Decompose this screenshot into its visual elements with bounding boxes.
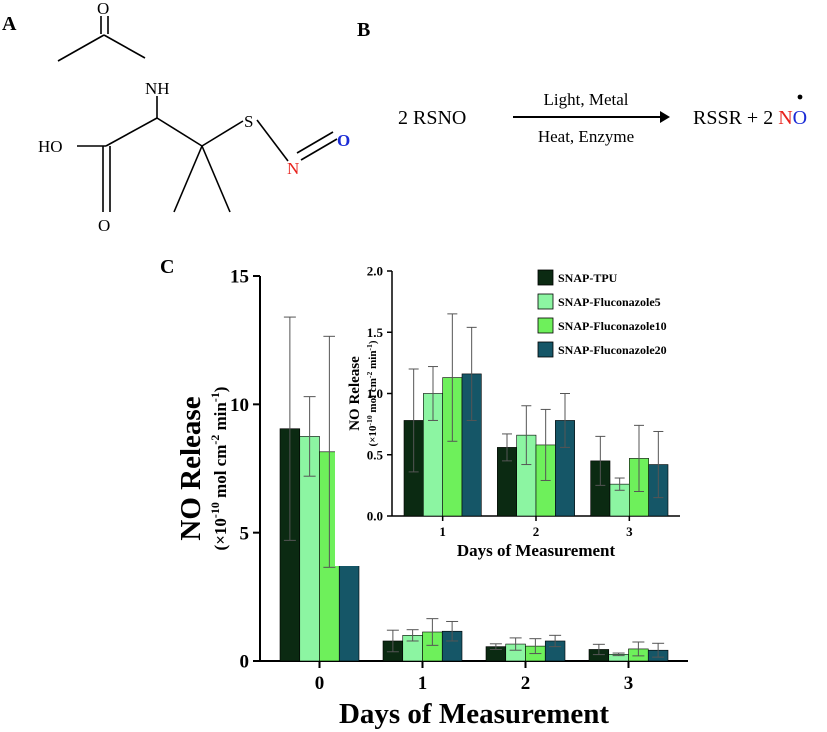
x-axis-label: Days of Measurement — [339, 698, 609, 730]
x-tick-label: 3 — [626, 524, 633, 539]
x-tick-label: 2 — [521, 673, 531, 694]
legend-label: SNAP-Fluconazole20 — [558, 343, 667, 357]
atom-ho: HO — [38, 137, 63, 156]
y-tick-label: 1.5 — [367, 325, 384, 340]
legend: SNAP-TPU SNAP-Fluconazole5SNAP-Fluconazol… — [537, 269, 667, 358]
legend-label: SNAP-Fluconazole10 — [558, 319, 667, 333]
atom-nh: NH — [145, 79, 170, 98]
panel-a-label: A — [2, 13, 17, 35]
panel-b: B 2 RSNO Light, Metal Heat, Enzyme RSSR … — [357, 19, 807, 146]
x-tick-label: 1 — [439, 524, 446, 539]
y-axis-units-part: -1 — [365, 344, 374, 351]
scheme-product-prefix: RSSR + 2 — [693, 107, 778, 129]
legend-swatch — [537, 341, 554, 358]
y-axis-units-part: -10 — [208, 502, 222, 518]
atom-n: N — [287, 159, 299, 178]
y-tick-label: 1.0 — [367, 386, 383, 401]
legend-swatch — [537, 317, 554, 334]
x-axis-label: Days of Measurement — [457, 541, 616, 560]
legend-label: SNAP-TPU — [558, 271, 618, 285]
y-axis-units-part: min — [367, 351, 379, 372]
atom-o-carbonyl: O — [97, 0, 109, 18]
y-tick-label: 2.0 — [367, 264, 383, 279]
y-axis-units-part: min — [211, 402, 230, 435]
scheme-product: RSSR + 2 NO — [693, 107, 807, 129]
y-axis-units: (×10-10 mol cm-2 min-1) — [208, 387, 230, 551]
y-axis-units-part: -2 — [365, 372, 374, 379]
x-tick-label: 2 — [533, 524, 540, 539]
y-axis-units-part: (×10 — [211, 518, 230, 550]
y-axis-units-part: (×10 — [367, 425, 379, 446]
radical-dot — [797, 94, 803, 100]
y-tick-label: 0.5 — [367, 447, 384, 462]
y-axis-units: (×10-10 mol cm-2 min-1) — [365, 340, 380, 446]
atom-o-nitroso: O — [337, 131, 350, 150]
y-tick-label: 10 — [230, 395, 249, 416]
atom-o-carboxyl: O — [98, 216, 110, 235]
y-axis-units-part: -1 — [208, 392, 222, 402]
scheme-reactant: 2 RSNO — [398, 107, 466, 129]
y-tick-label: 5 — [240, 523, 250, 544]
x-tick-label: 3 — [624, 673, 634, 694]
y-tick-label: 0 — [240, 652, 250, 673]
y-axis-units-part: -2 — [208, 435, 222, 445]
y-axis-units-part: mol cm — [367, 378, 379, 415]
scheme-product-o: O — [793, 107, 807, 129]
atom-s: S — [244, 112, 253, 131]
panel-b-label: B — [357, 19, 370, 41]
scheme-condition-top: Light, Metal — [544, 90, 629, 109]
y-axis-units-part: -10 — [365, 415, 374, 425]
x-tick-label: 0 — [315, 673, 325, 694]
legend-label: SNAP-Fluconazole5 — [558, 295, 661, 309]
reaction-arrow-head — [660, 111, 670, 123]
snap-molecule-bonds — [57, 16, 338, 213]
y-axis-units-part: mol cm — [211, 445, 230, 503]
y-axis-units-part: ) — [211, 387, 230, 393]
scheme-condition-bottom: Heat, Enzyme — [538, 127, 634, 146]
y-tick-label: 0.0 — [367, 509, 383, 524]
y-axis-label: NO Release — [347, 356, 363, 431]
panel-c-label: C — [160, 256, 174, 278]
panel-a: A O NH HO O S N — [2, 0, 350, 235]
legend-swatch — [537, 269, 554, 286]
scheme-product-n: N — [778, 107, 792, 129]
y-tick-label: 15 — [230, 267, 249, 288]
legend-swatch — [537, 293, 554, 310]
x-tick-label: 1 — [418, 673, 428, 694]
y-axis-label: NO Release — [175, 396, 207, 540]
y-axis-units-part: ) — [367, 340, 379, 344]
